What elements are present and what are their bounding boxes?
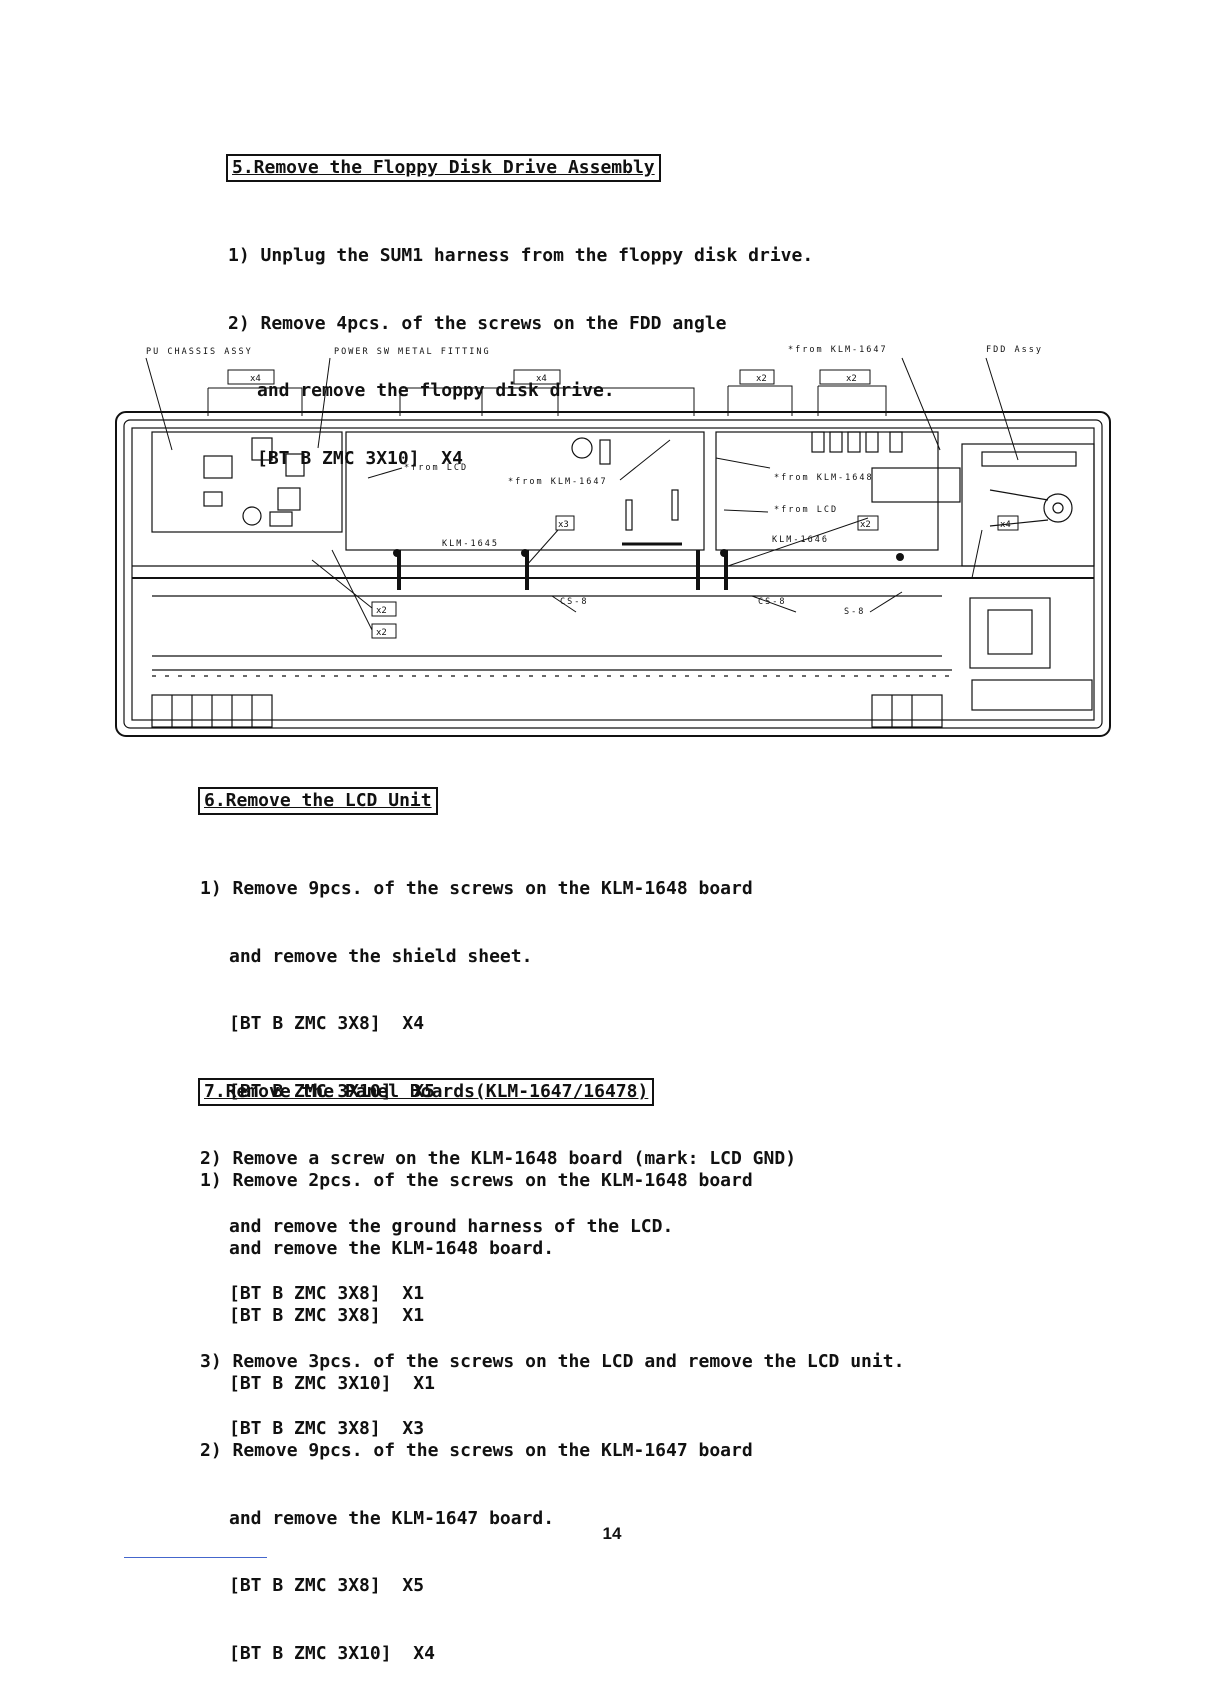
qty-box: x3: [558, 520, 569, 530]
qty-box: x2: [756, 374, 767, 384]
step-line: 1) Unplug the SUM1 harness from the flop…: [228, 245, 814, 266]
step-line: 1) Remove 2pcs. of the screws on the KLM…: [200, 1170, 753, 1191]
step-line: [BT B ZMC 3X10] X5: [229, 1080, 435, 1102]
step-line: and remove the ground harness of the LCD…: [229, 1215, 674, 1237]
qty-box: x4: [1000, 520, 1011, 530]
step-line: 2) Remove a screw on the KLM-1648 board …: [200, 1148, 797, 1169]
step-line: [BT B ZMC 3X8] X5: [229, 1575, 425, 1596]
callout-cs8-left: CS-8: [560, 597, 588, 607]
callout-from-lcd-right: *from LCD: [774, 505, 838, 515]
step-line: [BT B ZMC 3X8] X3: [229, 1418, 425, 1439]
step-line: [BT B ZMC 3X8] X1: [229, 1305, 425, 1326]
step-line: [BT B ZMC 3X8] X4: [229, 1013, 425, 1034]
step-line: and remove the shield sheet.: [229, 945, 533, 967]
footer-rule: [124, 1557, 267, 1558]
step-line: [BT B ZMC 3X10] X4: [229, 1642, 435, 1664]
qty-box: x2: [860, 520, 871, 530]
page-number: 14: [602, 1524, 622, 1543]
board-label-klm1646: KLM-1646: [772, 535, 829, 545]
callout-from-klm1648: *from KLM-1648: [774, 473, 874, 483]
callout-pu-chassis: PU CHASSIS ASSY: [146, 347, 253, 357]
qty-box: x2: [376, 606, 387, 616]
callout-s8: S-8: [844, 607, 865, 617]
section-5-heading: 5.Remove the Floppy Disk Drive Assembly: [226, 154, 661, 182]
board-label-klm1645: KLM-1645: [442, 539, 499, 549]
step-line: 1) Remove 9pcs. of the screws on the KLM…: [200, 878, 753, 899]
step-line: 3) Remove 3pcs. of the screws on the LCD…: [200, 1350, 905, 1372]
callout-power-sw: POWER SW METAL FITTING: [334, 347, 491, 357]
qty-box: x4: [536, 374, 547, 384]
qty-box: x2: [376, 628, 387, 638]
section-6-steps: 1) Remove 9pcs. of the screws on the KLM…: [200, 833, 904, 1463]
section-7-steps: 1) Remove 2pcs. of the screws on the KLM…: [200, 1125, 753, 1688]
callout-from-klm1647-mid: *from KLM-1647: [508, 477, 608, 487]
callout-cs8-right: CS-8: [758, 597, 786, 607]
step-line: [BT B ZMC 3X8] X1: [229, 1283, 425, 1304]
step-line: and remove the KLM-1647 board.: [229, 1507, 555, 1529]
disassembly-diagram: PU CHASSIS ASSY POWER SW METAL FITTING *…: [115, 345, 1111, 737]
step-line: and remove the floppy disk drive.: [257, 380, 615, 401]
callout-from-klm1647-top: *from KLM-1647: [788, 345, 888, 355]
step-line: and remove the KLM-1648 board.: [229, 1237, 555, 1259]
qty-box: x4: [250, 374, 261, 384]
callout-from-lcd-left: *from LCD: [404, 463, 468, 473]
callout-fdd-assy: FDD Assy: [986, 345, 1043, 355]
section-6-heading: 6.Remove the LCD Unit: [198, 787, 438, 815]
step-line: [BT B ZMC 3X10] X1: [229, 1372, 435, 1394]
step-line: 2) Remove 4pcs. of the screws on the FDD…: [228, 312, 727, 334]
qty-box: x2: [846, 374, 857, 384]
section-7-heading: 7.Remove the Panel Boards(KLM-1647/16478…: [198, 1078, 655, 1106]
step-line: 2) Remove 9pcs. of the screws on the KLM…: [200, 1440, 753, 1461]
